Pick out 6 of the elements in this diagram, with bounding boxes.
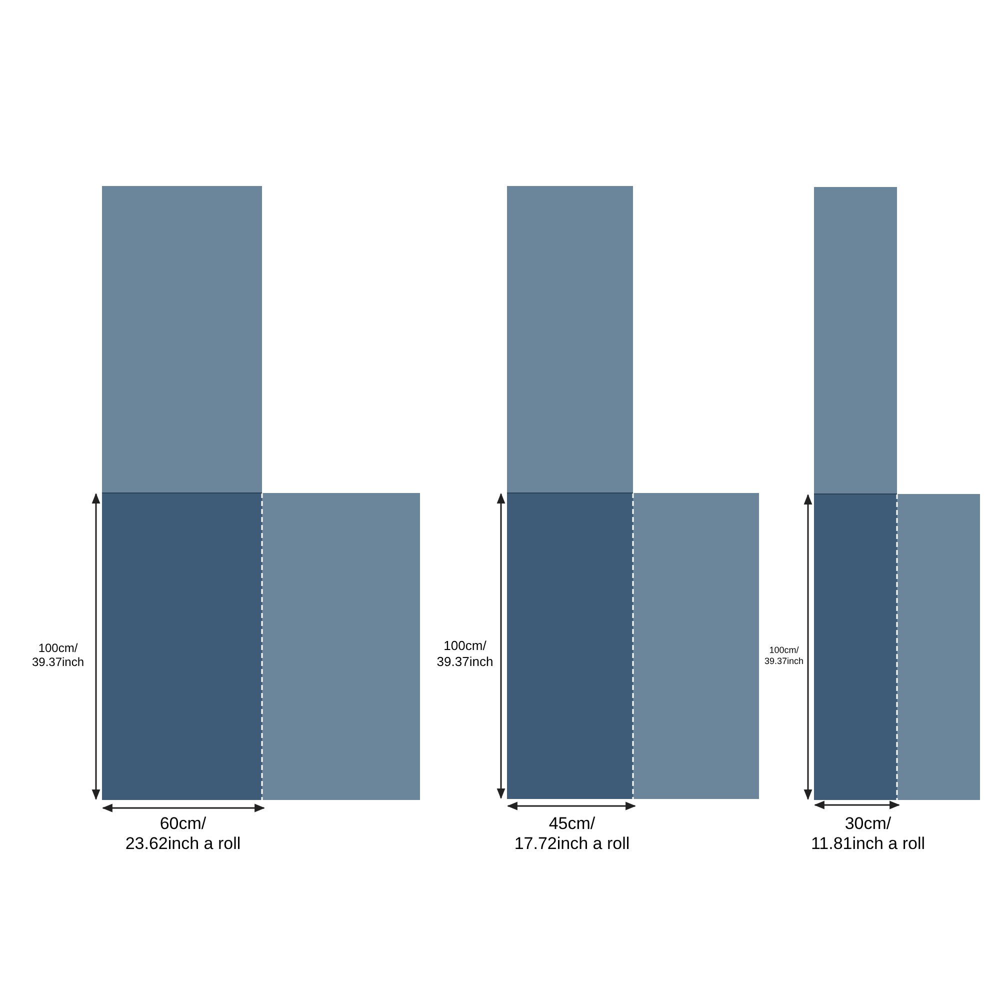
dimension-label: 30cm/ 11.81inch a roll <box>810 814 926 854</box>
dimension-label: 100cm/ 39.37inch <box>436 638 494 670</box>
dimension-label: 100cm/ 39.37inch <box>763 645 805 667</box>
dimension-label: 45cm/ 17.72inch a roll <box>513 814 631 854</box>
dimension-label: 60cm/ 23.62inch a roll <box>124 814 242 854</box>
dimension-label: 100cm/ 39.37inch <box>30 641 86 669</box>
